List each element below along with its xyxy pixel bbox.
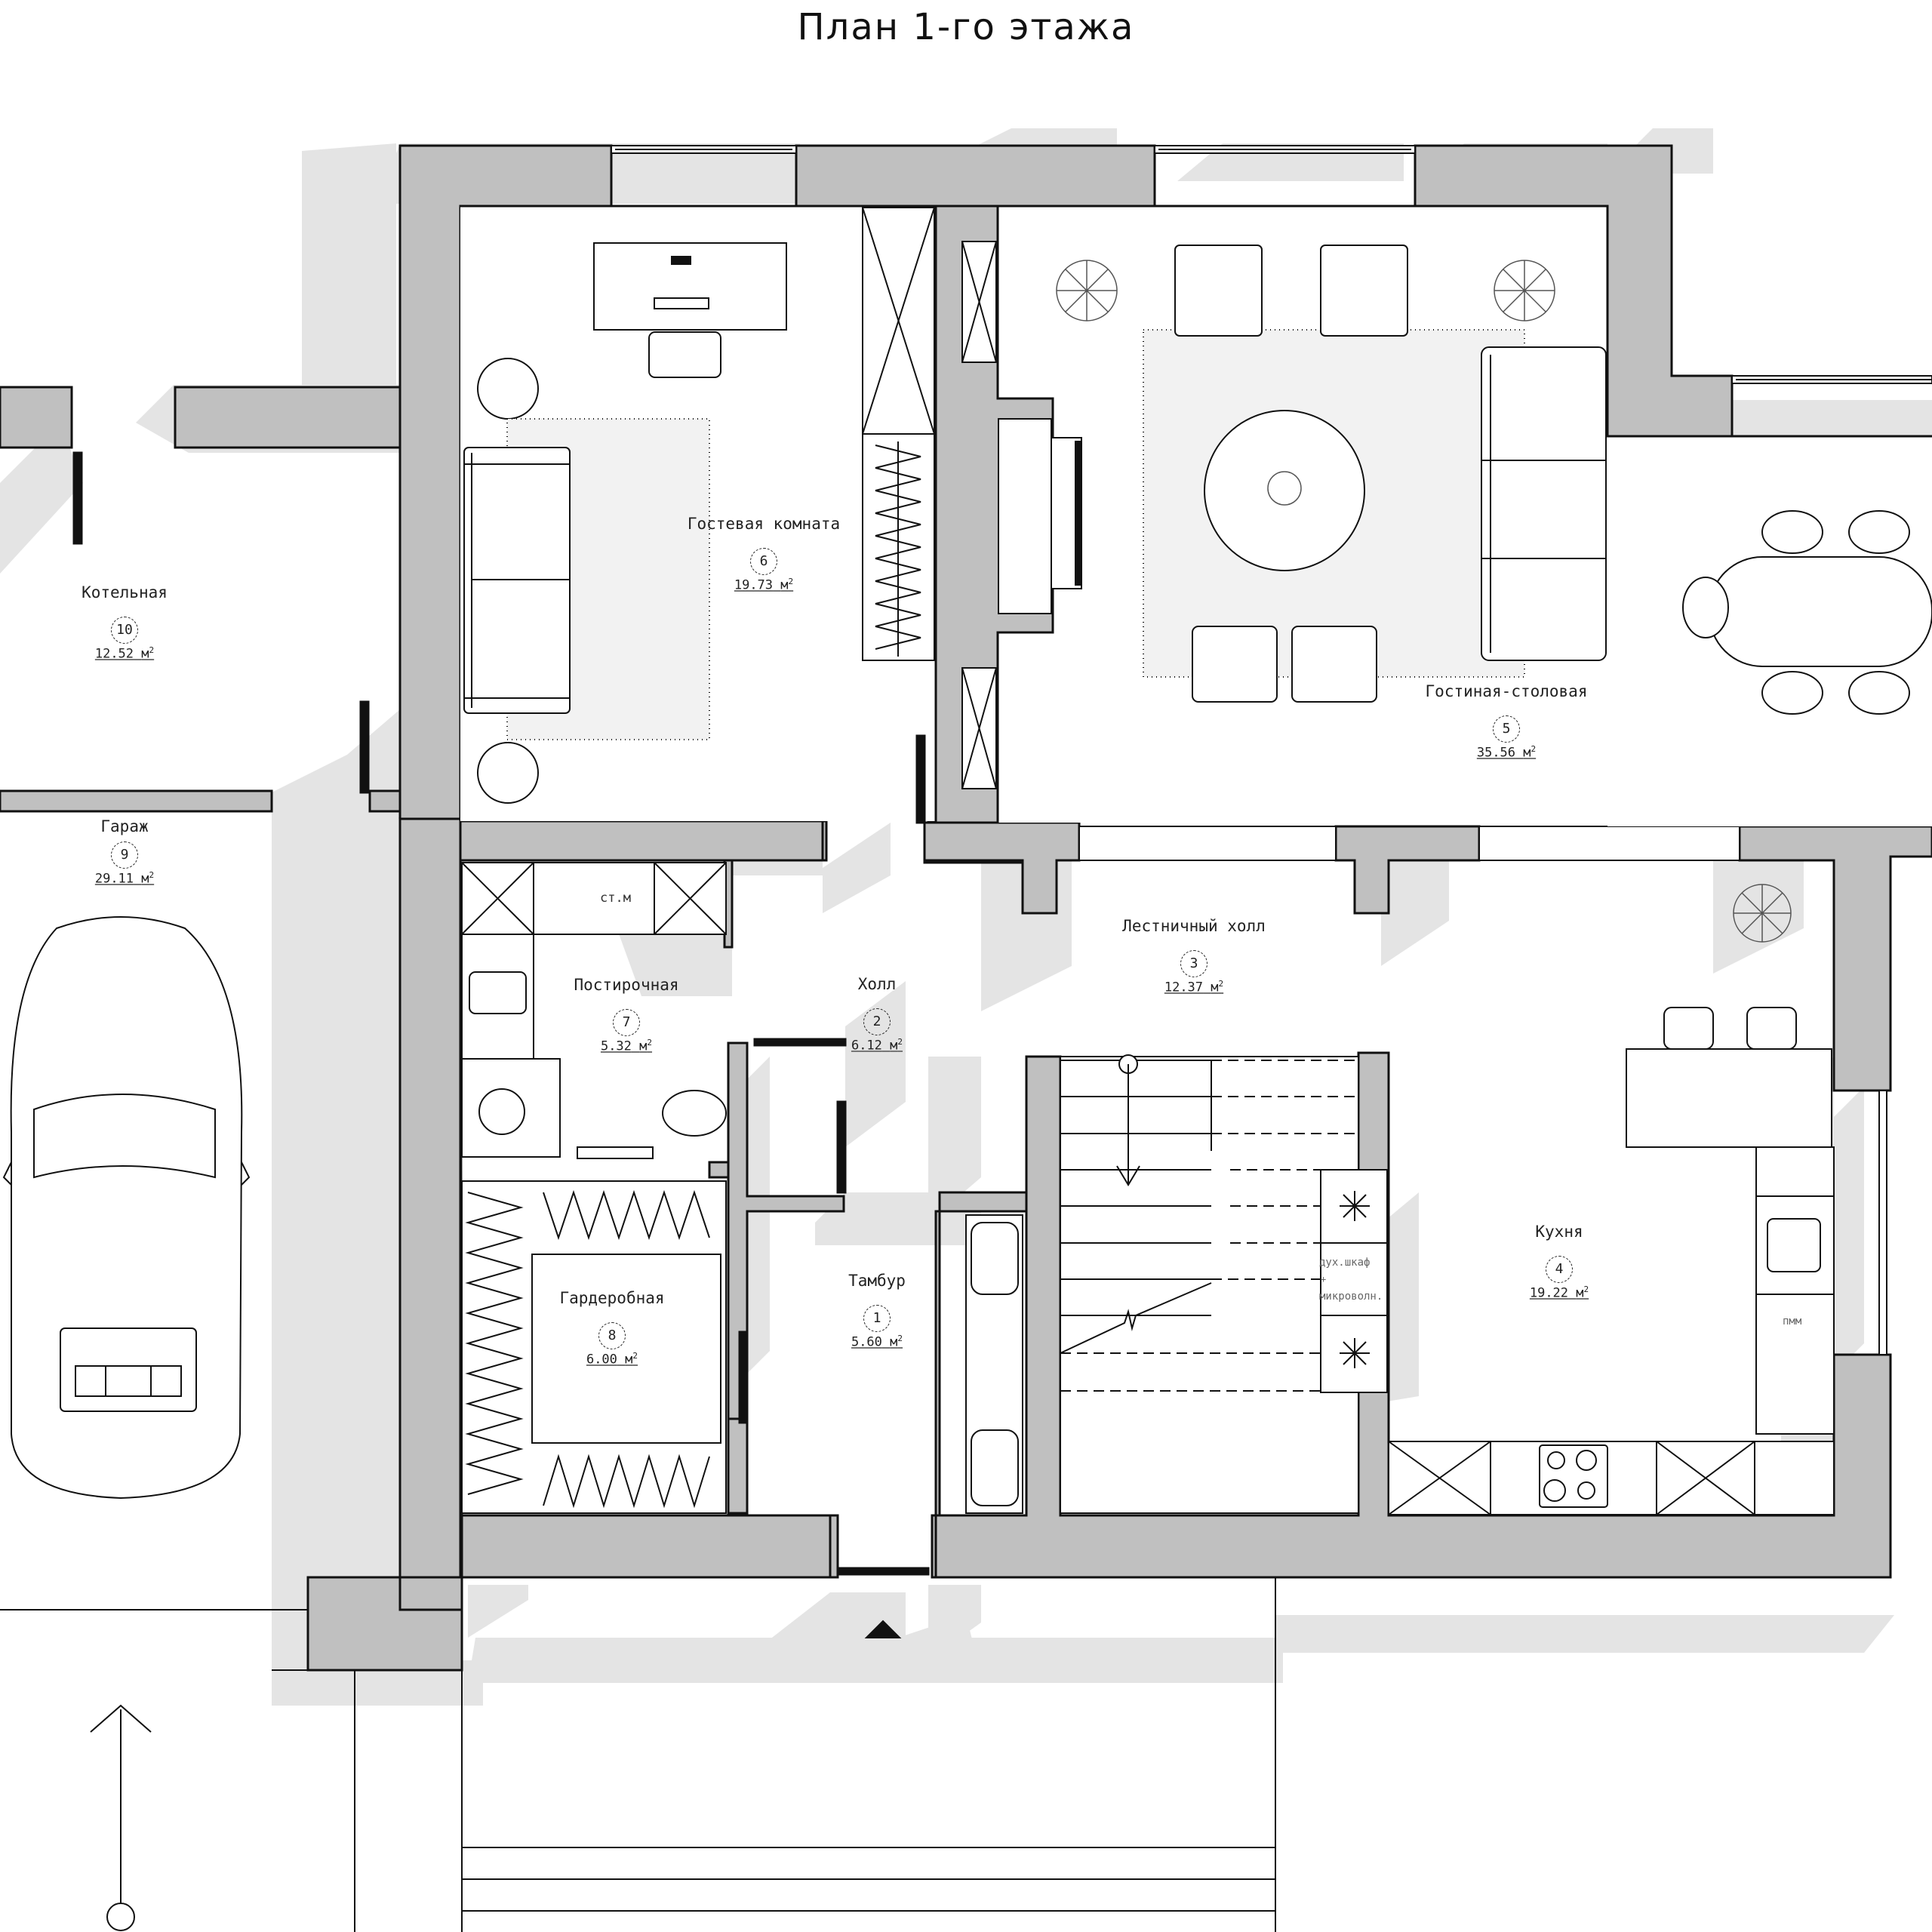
room-area: 6.12 м2 — [851, 1037, 903, 1054]
door — [738, 1331, 749, 1424]
porch — [461, 1577, 1276, 1932]
laundry-furniture — [461, 862, 727, 1159]
room-label-kitchen: Кухня 4 19.22 м2 — [1506, 1223, 1612, 1301]
room-area: 29.11 м2 — [94, 870, 155, 887]
room-label-guest-room: Гостевая комната 6 19.73 м2 — [681, 515, 847, 593]
oven-label: дух.шкаф — [1319, 1257, 1371, 1269]
living-room-furniture — [961, 241, 1932, 789]
room-area: 19.22 м2 — [1529, 1284, 1589, 1301]
room-area: 6.00 м2 — [586, 1351, 638, 1367]
room-label-laundry: Постирочная 7 5.32 м2 — [558, 976, 694, 1054]
car-icon — [2, 916, 251, 1500]
front-door — [836, 1567, 930, 1576]
armchair-icon — [1174, 245, 1263, 337]
page-title: План 1-го этажа — [797, 6, 1135, 48]
windows — [611, 145, 1932, 1355]
entrance-arrow-icon — [864, 1620, 902, 1638]
guest-room-furniture — [463, 207, 935, 804]
fireplace-icon — [998, 418, 1052, 614]
wardrobe-room — [461, 1180, 727, 1514]
door — [836, 1100, 847, 1194]
door — [753, 1038, 847, 1047]
room-label-stair-hall: Лестничный холл 3 12.37 м2 — [1118, 917, 1269, 995]
sink-icon — [469, 971, 527, 1014]
sofa-icon — [1481, 346, 1607, 661]
microwave-label: микроволн. — [1319, 1291, 1383, 1303]
staircase — [1060, 1054, 1359, 1514]
doors — [72, 451, 930, 1576]
oven-plus-label: + — [1321, 1274, 1327, 1284]
vestibule-furniture — [965, 1214, 1023, 1514]
room-label-hall: Холл 2 6.12 м2 — [832, 975, 922, 1054]
stair-direction-arrow-icon — [1116, 1054, 1140, 1186]
chair-icon — [648, 331, 721, 378]
room-area: 5.32 м2 — [600, 1038, 653, 1054]
kitchen-furniture — [1320, 1007, 1835, 1515]
garage — [0, 811, 401, 1932]
washer-label: ст.м — [600, 891, 631, 906]
door — [72, 451, 83, 545]
room-area: 35.56 м2 — [1476, 744, 1537, 761]
room-label-wardrobe: Гардеробная 8 6.00 м2 — [544, 1289, 680, 1367]
room-area: 12.52 м2 — [94, 645, 155, 662]
dishwasher-label: пмм — [1783, 1315, 1802, 1327]
room-label-vestibule: Тамбур 1 5.60 м2 — [832, 1272, 922, 1350]
island-icon — [1626, 1048, 1832, 1148]
room-label-living-dining: Гостиная-столовая 5 35.56 м2 — [1416, 682, 1597, 761]
lamp-icon — [477, 358, 539, 420]
room-area: 12.37 м2 — [1164, 979, 1224, 995]
toilet-icon — [662, 1090, 727, 1137]
cooktop-icon — [1539, 1444, 1608, 1508]
room-area: 5.60 м2 — [851, 1334, 903, 1350]
garage-entry-arrow-icon — [90, 1704, 152, 1931]
room-label-garage: Гараж 9 29.11 м2 — [72, 817, 177, 887]
room-area: 19.73 м2 — [734, 577, 794, 593]
sink-icon — [1767, 1218, 1821, 1272]
door — [359, 700, 370, 794]
dining-table-icon — [1709, 556, 1932, 667]
coffee-table-icon — [1204, 410, 1365, 571]
door — [915, 734, 926, 824]
room-label-boiler-room: Котельная 10 12.52 м2 — [64, 583, 185, 662]
